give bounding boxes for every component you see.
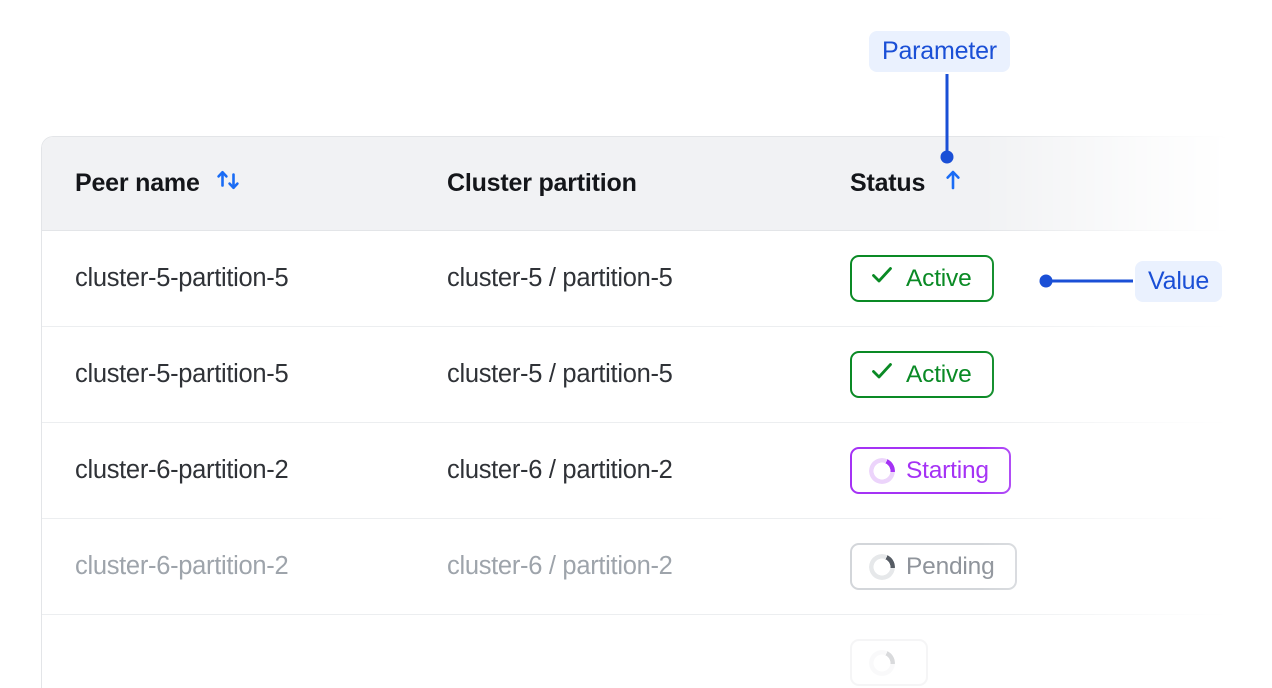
sort-up-icon[interactable] xyxy=(938,165,968,202)
column-header-cluster-partition-label: Cluster partition xyxy=(447,169,637,197)
column-header-cluster-partition[interactable]: Cluster partition xyxy=(447,169,850,198)
spinner-icon xyxy=(869,553,895,580)
status-badge-label: Starting xyxy=(906,456,989,484)
annotation-value-badge: Value xyxy=(1135,261,1223,302)
table-row[interactable]: cluster-5-partition-5 cluster-5 / partit… xyxy=(42,231,1230,327)
sort-both-icon[interactable] xyxy=(213,165,243,202)
status-badge-starting: Starting xyxy=(850,447,1011,494)
cell-peer-name: cluster-5-partition-5 xyxy=(75,360,289,388)
cell-status: Active xyxy=(850,255,1230,302)
table-header-row: Peer name C xyxy=(42,137,1230,231)
column-header-peer-name[interactable]: Peer name xyxy=(42,165,447,202)
check-icon xyxy=(869,262,895,295)
cell-status: Active xyxy=(850,351,1230,398)
status-badge-pending xyxy=(850,639,928,686)
cell-peer-name: cluster-6-partition-2 xyxy=(75,552,289,580)
status-badge-label: Active xyxy=(906,264,972,292)
cell-status: Starting xyxy=(850,447,1230,494)
table-row[interactable]: cluster-6-partition-2 cluster-6 / partit… xyxy=(42,519,1230,615)
cell-peer-name: cluster-6-partition-2 xyxy=(75,456,289,484)
status-badge-label: Pending xyxy=(906,552,995,580)
cell-cluster-partition: cluster-6 / partition-2 xyxy=(447,552,673,580)
column-header-status-label: Status xyxy=(850,169,926,197)
cell-peer-name: cluster-5-partition-5 xyxy=(75,264,289,292)
table-row[interactable] xyxy=(42,615,1230,688)
status-badge-label: Active xyxy=(906,360,972,388)
table-row[interactable]: cluster-6-partition-2 cluster-6 / partit… xyxy=(42,423,1230,519)
cell-status xyxy=(850,639,1230,686)
cell-cluster-partition: cluster-5 / partition-5 xyxy=(447,264,673,292)
spinner-icon xyxy=(869,649,895,676)
column-header-peer-name-label: Peer name xyxy=(75,169,200,197)
cell-status: Pending xyxy=(850,543,1230,590)
peers-table: Peer name C xyxy=(41,136,1231,688)
table-row[interactable]: cluster-5-partition-5 cluster-5 / partit… xyxy=(42,327,1230,423)
status-badge-pending: Pending xyxy=(850,543,1017,590)
status-badge-active: Active xyxy=(850,255,994,302)
cell-cluster-partition: cluster-6 / partition-2 xyxy=(447,456,673,484)
cell-cluster-partition: cluster-5 / partition-5 xyxy=(447,360,673,388)
annotation-parameter-badge: Parameter xyxy=(869,31,1010,72)
status-badge-active: Active xyxy=(850,351,994,398)
spinner-icon xyxy=(869,457,895,484)
column-header-status[interactable]: Status xyxy=(850,165,1230,202)
check-icon xyxy=(869,358,895,391)
